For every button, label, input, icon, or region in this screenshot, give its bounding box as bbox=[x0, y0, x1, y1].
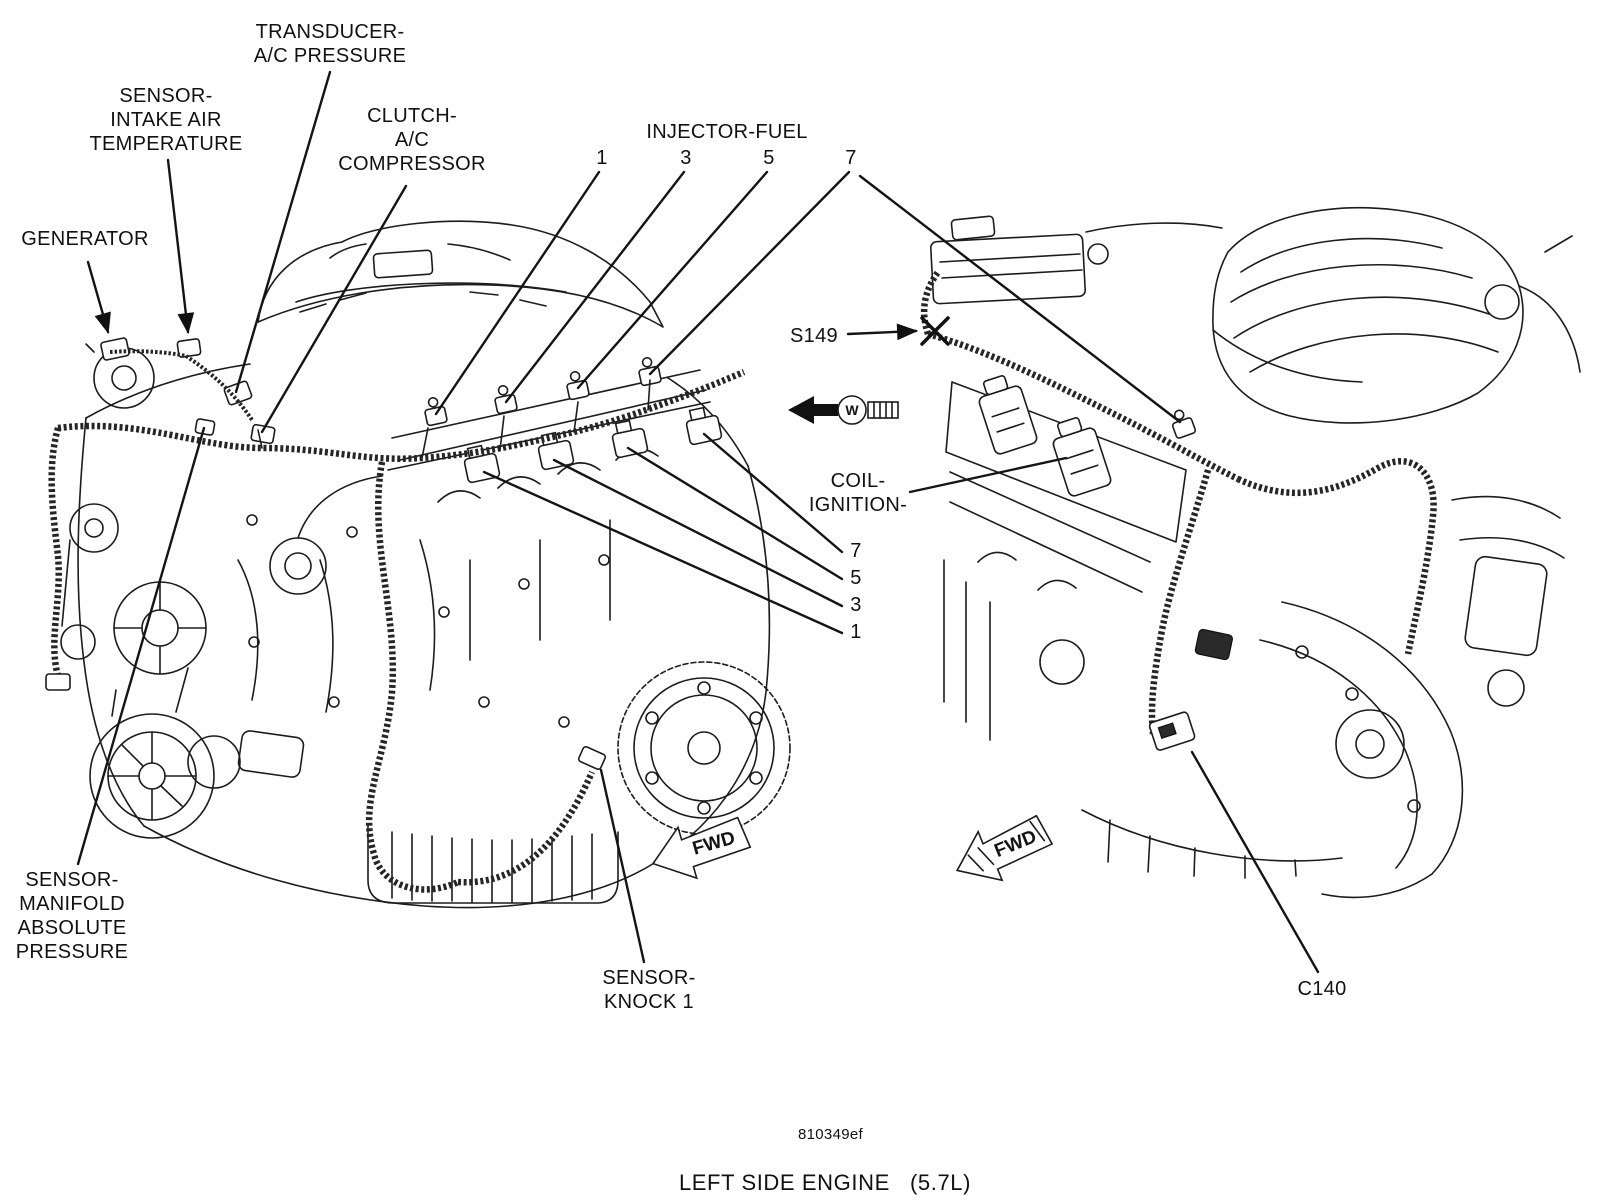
leader-intake-air-temp bbox=[166, 158, 195, 335]
left-engine-illustration bbox=[45, 220, 791, 909]
label-c140: C140 bbox=[1297, 978, 1347, 1000]
label-clutch-ac-compressor: CLUTCH- A/C COMPRESSOR bbox=[338, 105, 486, 175]
leader-generator bbox=[86, 260, 111, 335]
label-s149: S149 bbox=[790, 325, 838, 347]
leader-coil-right bbox=[908, 456, 1068, 494]
label-injector-number-7: 7 bbox=[845, 147, 857, 169]
label-coil-ignition: COIL- IGNITION- bbox=[808, 470, 908, 516]
leader-injector-1 bbox=[434, 170, 601, 416]
injector-1-connector bbox=[424, 397, 448, 427]
label-injector-fuel: INJECTOR-FUEL bbox=[646, 121, 808, 143]
knock-sensor-connector bbox=[577, 745, 607, 771]
label-transducer-ac-pressure: TRANSDUCER- A/C PRESSURE bbox=[253, 21, 407, 67]
coil-right-connector-a bbox=[978, 375, 1038, 455]
label-injector-number-1: 1 bbox=[596, 147, 608, 169]
coil-right-connector-b bbox=[1052, 417, 1112, 497]
leader-coil-3 bbox=[552, 458, 844, 608]
ac-clutch-connector bbox=[250, 423, 276, 445]
leader-injector-right bbox=[858, 174, 1182, 424]
diagram-caption: LEFT SIDE ENGINE (5.7L) bbox=[678, 1170, 972, 1195]
label-sensor-intake-air-temperature: SENSOR- INTAKE AIR TEMPERATURE bbox=[89, 85, 243, 155]
label-injector-number-3: 3 bbox=[680, 147, 692, 169]
leader-s149 bbox=[846, 323, 919, 341]
direction-indicator-w: W bbox=[788, 395, 899, 425]
label-sensor-manifold-absolute-pressure: SENSOR- MANIFOLD ABSOLUTE PRESSURE bbox=[15, 869, 129, 963]
leader-lines bbox=[76, 70, 1320, 974]
injector-5-connector bbox=[566, 371, 590, 401]
coil-7-connector bbox=[685, 406, 723, 446]
leader-knock-sensor bbox=[599, 768, 646, 964]
injector-7-connector bbox=[638, 357, 662, 387]
figure-code: 810349ef bbox=[798, 1126, 863, 1143]
right-engine-illustration bbox=[920, 207, 1581, 899]
leader-coil-7 bbox=[702, 432, 844, 554]
fwd-arrow-left: FWD bbox=[651, 816, 752, 880]
label-injector-number-5: 5 bbox=[763, 147, 775, 169]
iat-sensor-connector bbox=[176, 338, 202, 358]
map-sensor-connector bbox=[194, 418, 216, 436]
label-generator: GENERATOR bbox=[21, 228, 149, 250]
leader-c140 bbox=[1190, 750, 1320, 974]
leader-injector-3 bbox=[504, 170, 686, 404]
label-sensor-knock-1: SENSOR- KNOCK 1 bbox=[602, 967, 696, 1013]
s149-splice-mark bbox=[920, 316, 950, 346]
leader-transducer bbox=[234, 70, 332, 394]
leader-injector-5 bbox=[576, 170, 769, 390]
injector-right-connector bbox=[1171, 409, 1197, 439]
fwd-arrow-right: FWD bbox=[955, 814, 1054, 882]
label-coil-number-1: 1 bbox=[850, 621, 862, 643]
leader-map-sensor bbox=[76, 426, 206, 866]
injector-3-connector bbox=[494, 385, 518, 415]
ac-pressure-transducer-connector bbox=[223, 380, 253, 406]
leader-coil-5 bbox=[626, 446, 844, 581]
label-coil-number-3: 3 bbox=[850, 594, 862, 616]
direction-w-label: W bbox=[845, 402, 859, 418]
leader-injector-7 bbox=[648, 170, 851, 376]
c140-connector bbox=[1148, 711, 1196, 751]
leader-coil-1 bbox=[482, 470, 844, 635]
harness-inline-connector bbox=[1194, 628, 1233, 661]
label-coil-number-7: 7 bbox=[850, 540, 862, 562]
coil-5-connector bbox=[611, 419, 649, 459]
label-coil-number-5: 5 bbox=[850, 567, 862, 589]
leader-clutch-compressor bbox=[260, 184, 408, 434]
generator-connector bbox=[100, 337, 130, 361]
